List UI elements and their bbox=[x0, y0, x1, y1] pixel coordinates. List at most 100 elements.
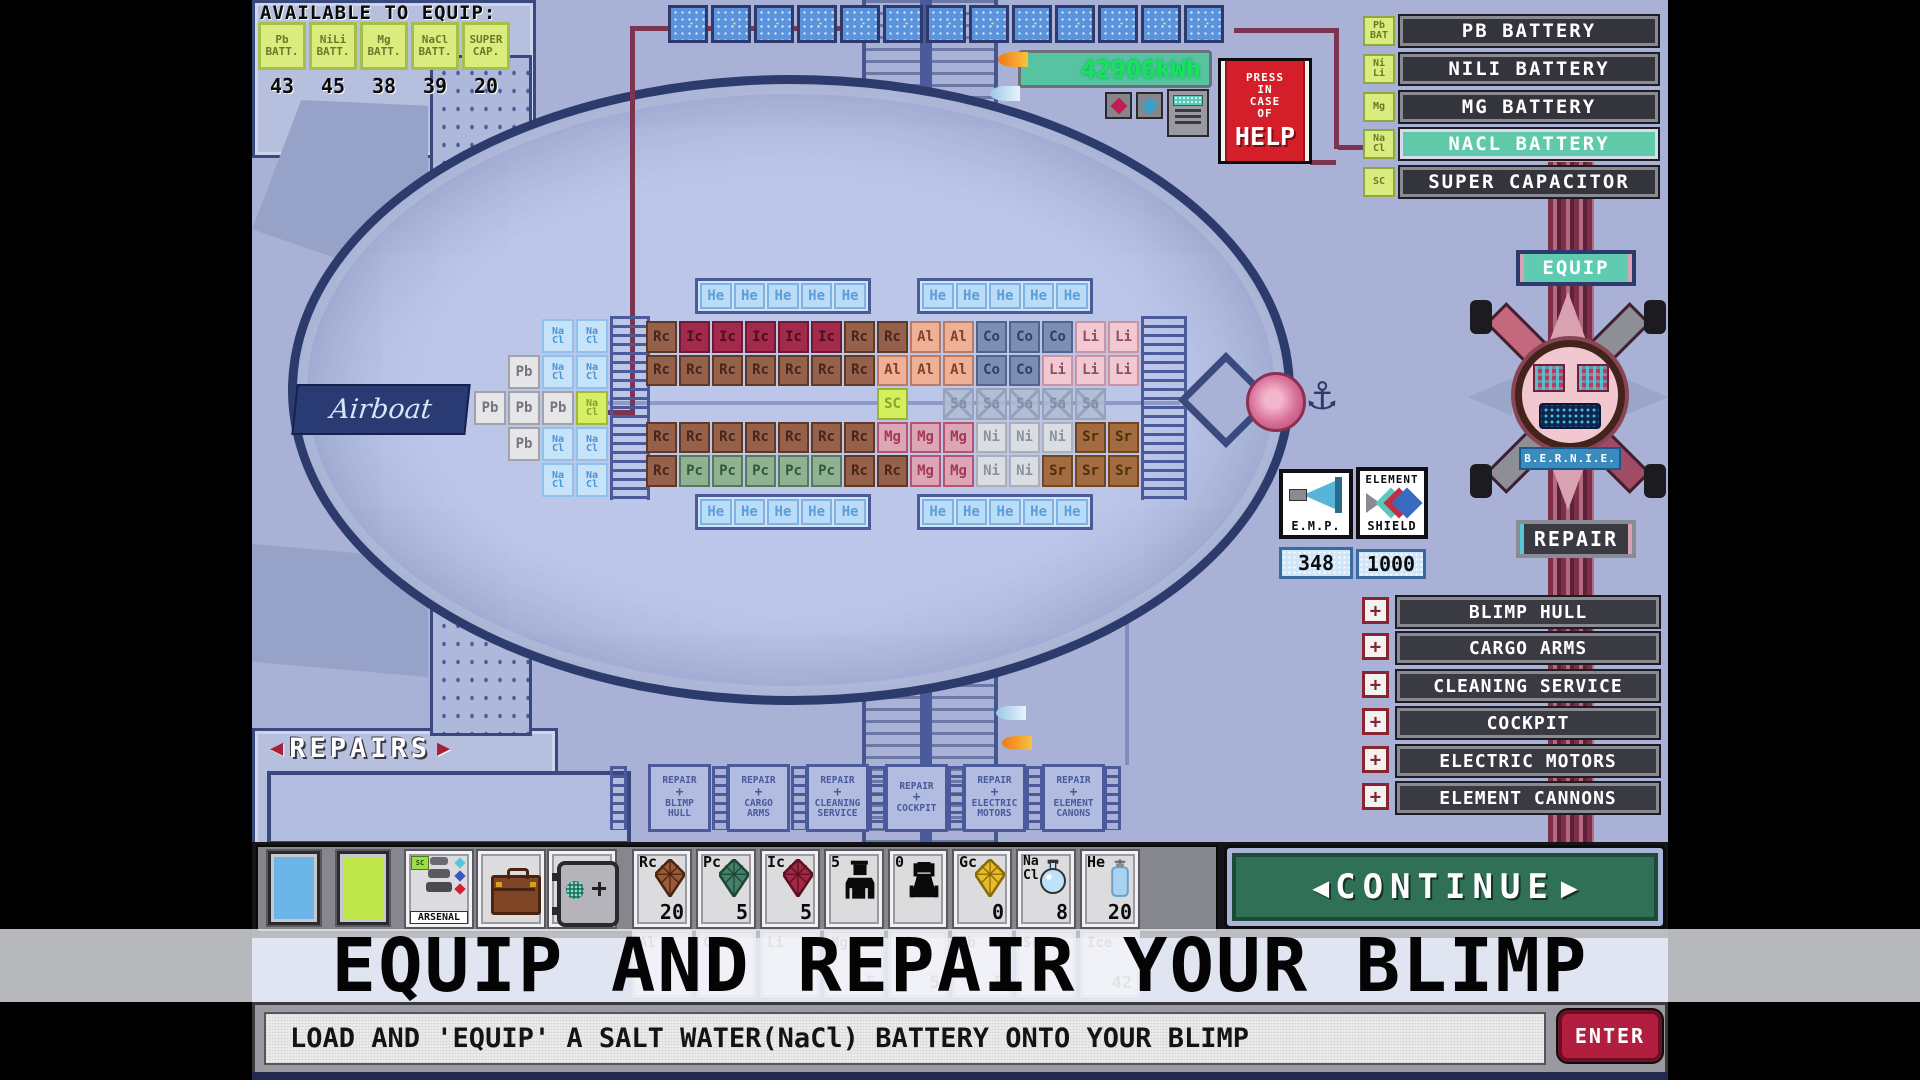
grid-cell-Al[interactable]: Al bbox=[877, 354, 908, 386]
grid-cell-Rc[interactable]: Rc bbox=[712, 421, 743, 453]
component-button-cockpit[interactable]: COCKPIT bbox=[1397, 708, 1659, 738]
helium-cell-He[interactable]: He bbox=[800, 499, 833, 525]
grid-cell-Al[interactable]: Al bbox=[910, 321, 941, 353]
grid-cell-Sr[interactable]: Sr bbox=[1042, 455, 1073, 487]
grid-cell-Sa[interactable]: Sa bbox=[943, 388, 974, 420]
battery-menu-button-nacl-battery[interactable]: NACL BATTERY bbox=[1400, 129, 1658, 159]
battery-menu-button-super-capacitor[interactable]: SUPER CAPACITOR bbox=[1400, 167, 1658, 197]
battery-cell-Pb[interactable]: Pb bbox=[474, 391, 506, 425]
grid-cell-Rc[interactable]: Rc bbox=[811, 421, 842, 453]
grid-cell-Ni[interactable]: Ni bbox=[1009, 455, 1040, 487]
component-plus-button-cleaning-service[interactable]: + bbox=[1362, 671, 1389, 698]
grid-cell-Mg[interactable]: Mg bbox=[910, 421, 941, 453]
helium-cell-He[interactable]: He bbox=[834, 283, 866, 309]
component-plus-button-electric-motors[interactable]: + bbox=[1362, 746, 1389, 773]
grid-cell-Ni[interactable]: Ni bbox=[1009, 421, 1040, 453]
helium-cell-He[interactable]: He bbox=[1022, 499, 1055, 525]
battery-menu-button-mg-battery[interactable]: MG BATTERY bbox=[1400, 92, 1658, 122]
helium-cell-He[interactable]: He bbox=[800, 283, 833, 309]
component-button-element-cannons[interactable]: ELEMENT CANNONS bbox=[1397, 783, 1659, 813]
grid-cell-Li[interactable]: Li bbox=[1108, 321, 1139, 353]
helium-cell-He[interactable]: He bbox=[834, 499, 866, 525]
grid-cell-Rc[interactable]: Rc bbox=[646, 354, 677, 386]
grid-cell-Rc[interactable]: Rc bbox=[679, 421, 710, 453]
battery-cell-Pb[interactable]: Pb bbox=[508, 427, 540, 461]
grid-cell-Sr[interactable]: Sr bbox=[1075, 455, 1106, 487]
component-button-electric-motors[interactable]: ELECTRIC MOTORS bbox=[1397, 746, 1659, 776]
grid-cell-Rc[interactable]: Rc bbox=[745, 421, 776, 453]
grid-cell-Ic[interactable]: Ic bbox=[745, 321, 776, 353]
grid-cell-Al[interactable]: Al bbox=[943, 354, 974, 386]
grid-cell-Rc[interactable]: Rc bbox=[778, 354, 809, 386]
grid-cell-Rc[interactable]: Rc bbox=[844, 354, 875, 386]
grid-cell-Ni[interactable]: Ni bbox=[976, 455, 1007, 487]
grid-cell-Rc[interactable]: Rc bbox=[811, 354, 842, 386]
battery-cell-Pb[interactable]: Pb bbox=[508, 391, 540, 425]
grid-cell-Rc[interactable]: Rc bbox=[844, 321, 875, 353]
element-shield-box[interactable]: ELEMENT SHIELD bbox=[1356, 467, 1428, 539]
grid-cell-Co[interactable]: Co bbox=[1009, 354, 1040, 386]
helium-cell-He[interactable]: He bbox=[767, 499, 799, 525]
component-plus-button-cockpit[interactable]: + bbox=[1362, 708, 1389, 735]
grid-cell-Ic[interactable]: Ic bbox=[712, 321, 743, 353]
blue-gem-button[interactable] bbox=[1136, 92, 1163, 119]
briefcase-tile[interactable] bbox=[476, 849, 546, 929]
emp-box[interactable]: E.M.P. bbox=[1279, 469, 1353, 539]
repair-button[interactable]: REPAIR bbox=[1516, 520, 1636, 558]
battery-cell-Pb[interactable]: Pb bbox=[542, 391, 574, 425]
grid-cell-Li[interactable]: Li bbox=[1075, 321, 1106, 353]
grid-cell-Rc[interactable]: Rc bbox=[778, 421, 809, 453]
grid-cell-Sa[interactable]: Sa bbox=[1075, 388, 1106, 420]
helium-cell-He[interactable]: He bbox=[767, 283, 799, 309]
grid-cell-Ic[interactable]: Ic bbox=[811, 321, 842, 353]
grid-cell-Pc[interactable]: Pc bbox=[778, 455, 809, 487]
grid-cell-Rc[interactable]: Rc bbox=[646, 321, 677, 353]
grid-cell-Co[interactable]: Co bbox=[1009, 321, 1040, 353]
helium-cell-He[interactable]: He bbox=[1056, 283, 1088, 309]
repair-station-cockpit[interactable]: REPAIR+COCKPIT bbox=[885, 764, 948, 832]
helium-cell-He[interactable]: He bbox=[955, 499, 988, 525]
grid-cell-Mg[interactable]: Mg bbox=[943, 421, 974, 453]
grid-cell-Mg[interactable]: Mg bbox=[943, 455, 974, 487]
grid-cell-Ic[interactable]: Ic bbox=[679, 321, 710, 353]
component-button-cleaning-service[interactable]: CLEANING SERVICE bbox=[1397, 671, 1659, 701]
arsenal-tile[interactable]: SC ARSENAL bbox=[404, 849, 474, 929]
component-button-blimp-hull[interactable]: BLIMP HULL bbox=[1397, 597, 1659, 627]
grid-cell-Ic[interactable]: Ic bbox=[778, 321, 809, 353]
battery-cell-Pb[interactable]: Pb bbox=[508, 355, 540, 389]
grid-cell-Li[interactable]: Li bbox=[1075, 354, 1106, 386]
component-plus-button-element-cannons[interactable]: + bbox=[1362, 783, 1389, 810]
grid-cell-Sa[interactable]: Sa bbox=[976, 388, 1007, 420]
inventory-tile-5[interactable]: 5 bbox=[824, 849, 884, 929]
grid-cell-Sa[interactable]: Sa bbox=[1042, 388, 1073, 420]
helium-cell-He[interactable]: He bbox=[733, 283, 766, 309]
grid-cell-Al[interactable]: Al bbox=[910, 354, 941, 386]
component-button-cargo-arms[interactable]: CARGO ARMS bbox=[1397, 633, 1659, 663]
helium-cell-He[interactable]: He bbox=[922, 283, 954, 309]
helium-cell-He[interactable]: He bbox=[700, 499, 732, 525]
grid-cell-Rc[interactable]: Rc bbox=[844, 421, 875, 453]
grid-cell-Co[interactable]: Co bbox=[976, 354, 1007, 386]
grid-cell-SC[interactable]: SC bbox=[877, 388, 908, 420]
grid-cell-Rc[interactable]: Rc bbox=[877, 455, 908, 487]
grid-cell-Co[interactable]: Co bbox=[1042, 321, 1073, 353]
grid-cell-Pc[interactable]: Pc bbox=[811, 455, 842, 487]
helium-cell-He[interactable]: He bbox=[989, 283, 1021, 309]
grid-cell-Rc[interactable]: Rc bbox=[877, 321, 908, 353]
grid-cell-Ni[interactable]: Ni bbox=[976, 421, 1007, 453]
